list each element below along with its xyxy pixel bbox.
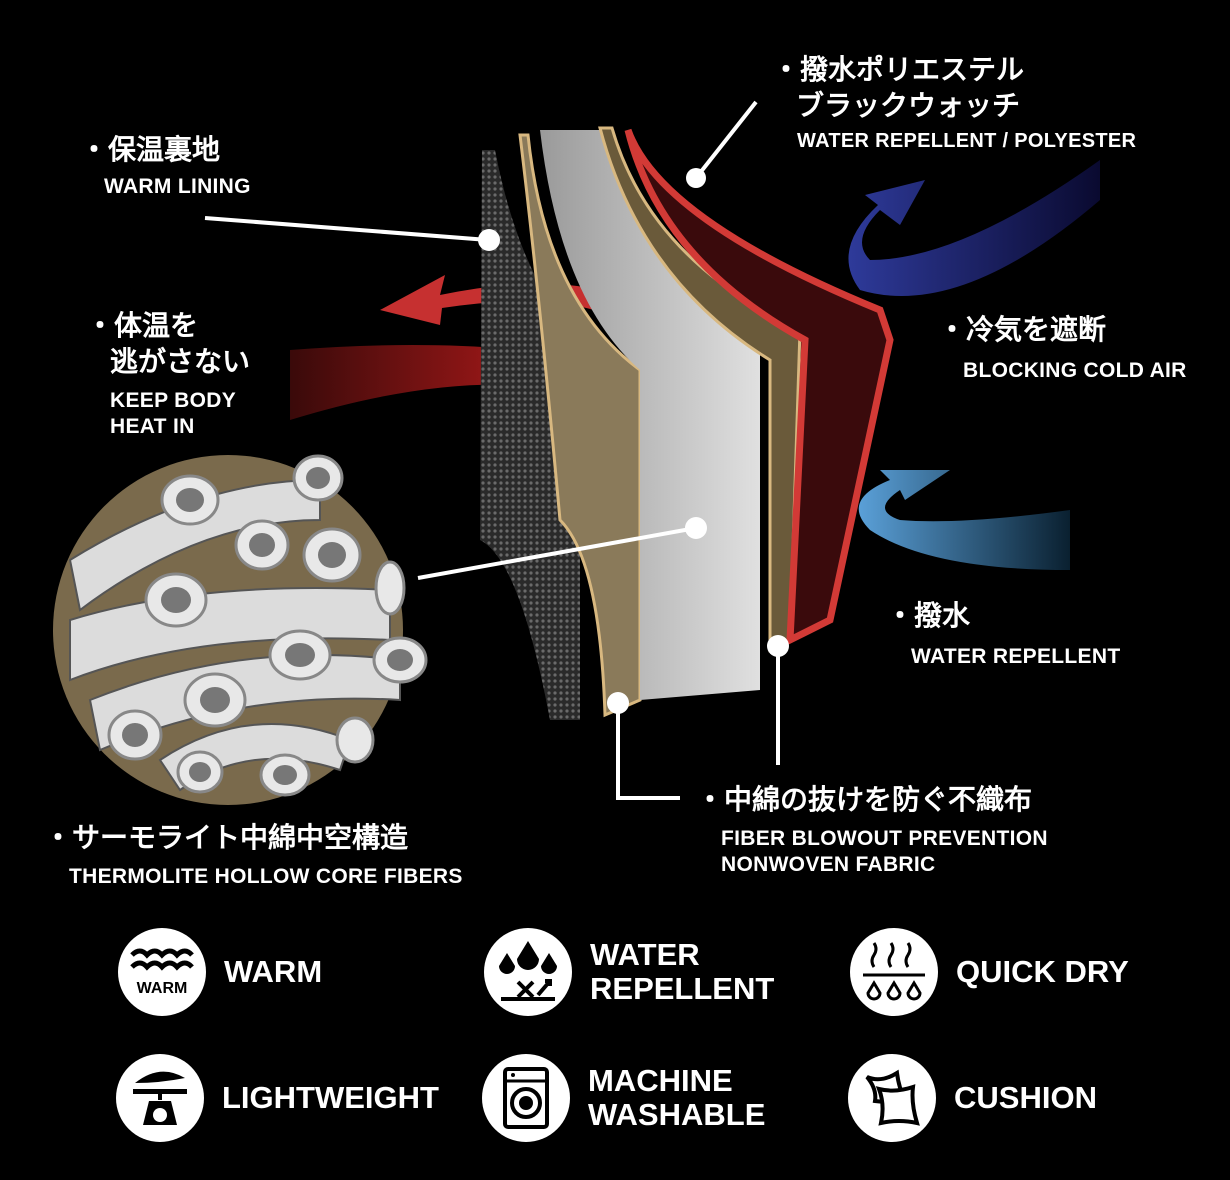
- feature-label: LIGHTWEIGHT: [222, 1080, 439, 1115]
- repellent-jp: 撥水: [886, 598, 1120, 634]
- hollow-fiber-illustration: [53, 454, 428, 805]
- thermolite-en: THERMOLITE HOLLOW CORE FIBERS: [69, 865, 463, 888]
- water-repellent-icon: [484, 928, 572, 1016]
- lining-en: WARM LINING: [104, 175, 251, 198]
- nonwoven-layer-inner: [518, 133, 642, 718]
- feature-label: CUSHION: [954, 1080, 1097, 1115]
- thermolite-jp: サーモライト中綿中空構造: [44, 820, 463, 856]
- keep-heat-label: 体温を 逃がさない KEEP BODY HEAT IN: [86, 308, 250, 440]
- layer-diagram: [53, 100, 1100, 805]
- thermolite-fill-layer: [540, 130, 760, 700]
- polyester-en: WATER REPELLENT / POLYESTER: [797, 130, 1137, 152]
- feature-label: QUICK DRY: [956, 954, 1129, 989]
- water-arrow: [858, 470, 1070, 570]
- nonwoven-en-2: NONWOVEN FABRIC: [721, 853, 936, 876]
- machine-washable-icon: [482, 1054, 570, 1142]
- feature-label-2: WASHABLE: [588, 1097, 766, 1132]
- thermolite-label: サーモライト中綿中空構造 THERMOLITE HOLLOW CORE FIBE…: [44, 820, 463, 890]
- cold-air-en: BLOCKING COLD AIR: [963, 359, 1187, 382]
- feature-machine-washable: MACHINE WASHABLE: [482, 1054, 765, 1142]
- feature-quick-dry: QUICK DRY: [850, 928, 1129, 1016]
- feature-warm: WARM WARM: [118, 928, 322, 1016]
- nonwoven-jp: 中綿の抜けを防ぐ不織布: [696, 782, 1048, 818]
- lightweight-icon: [116, 1054, 204, 1142]
- warm-icon: WARM: [118, 928, 206, 1016]
- feature-lightweight: LIGHTWEIGHT: [116, 1054, 439, 1142]
- warm-icon-text: WARM: [137, 980, 188, 997]
- polyester-jp-2: ブラックウォッチ: [796, 89, 1021, 122]
- lining-jp: 保温裏地: [80, 132, 251, 168]
- warm-lining-layer: [480, 150, 580, 720]
- polyester-label: 撥水ポリエステル ブラックウォッチ WATER REPELLENT / POLY…: [772, 52, 1136, 154]
- keep-heat-en-1: KEEP BODY: [110, 389, 237, 412]
- quick-dry-icon: [850, 928, 938, 1016]
- feature-label-1: MACHINE: [588, 1063, 733, 1098]
- cold-air-label: 冷気を遮断 BLOCKING COLD AIR: [938, 312, 1187, 384]
- feature-water-repellent: WATER REPELLENT: [484, 928, 774, 1016]
- feature-label-1: WATER: [590, 937, 700, 972]
- repellent-label: 撥水 WATER REPELLENT: [886, 598, 1120, 670]
- feature-label-2: REPELLENT: [590, 971, 775, 1006]
- polyester-outer-layer: [624, 128, 894, 646]
- keep-heat-en-2: HEAT IN: [110, 415, 195, 438]
- keep-heat-jp-2: 逃がさない: [110, 345, 251, 378]
- cold-air-jp: 冷気を遮断: [938, 312, 1187, 348]
- feature-cushion: CUSHION: [848, 1054, 1097, 1142]
- polyester-jp-1: 撥水ポリエステル: [772, 52, 1136, 88]
- body-heat-arrow: [290, 345, 520, 420]
- lining-label: 保温裏地 WARM LINING: [80, 132, 251, 200]
- cold-air-arrow: [848, 160, 1100, 296]
- cushion-icon: [848, 1054, 936, 1142]
- nonwoven-label: 中綿の抜けを防ぐ不織布 FIBER BLOWOUT PREVENTION NON…: [696, 782, 1048, 878]
- repellent-en: WATER REPELLENT: [911, 645, 1121, 668]
- feature-label: WARM: [224, 954, 323, 989]
- keep-heat-jp-1: 体温を: [86, 308, 250, 344]
- nonwoven-en-1: FIBER BLOWOUT PREVENTION: [721, 827, 1048, 850]
